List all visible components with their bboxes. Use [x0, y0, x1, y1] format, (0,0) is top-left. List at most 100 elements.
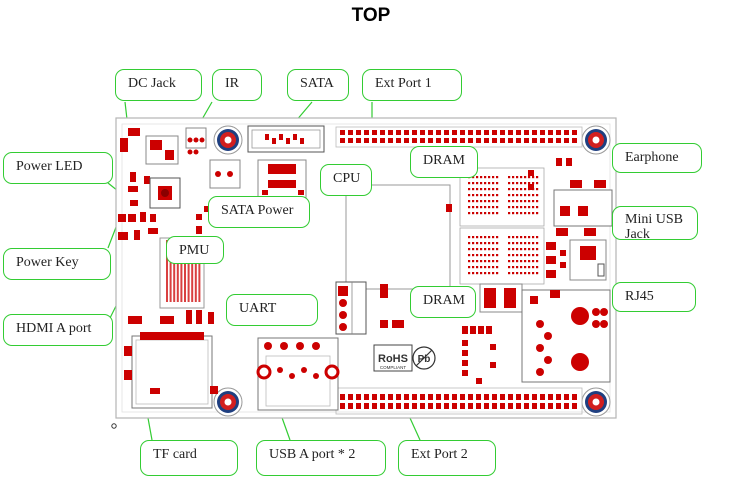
ext-port-1-pin	[380, 138, 385, 143]
dram-ball	[476, 188, 479, 191]
mounting-hole-top-right	[581, 125, 611, 155]
dram-ball	[480, 182, 483, 185]
dram-ball	[480, 200, 483, 203]
dram-ball	[520, 200, 523, 203]
rj45-jack	[521, 289, 611, 383]
ext-port-2-pin	[436, 403, 441, 409]
dram-ball	[488, 194, 491, 197]
rohs-marking: RoHS COMPLIANT Pb	[373, 344, 436, 372]
ext-port-2-pin	[476, 394, 481, 400]
dram-ball	[468, 266, 471, 269]
dram-ball	[532, 236, 535, 239]
ext-port-1-pin	[412, 130, 417, 135]
dram-ball	[488, 254, 491, 257]
dram-ball	[532, 254, 535, 257]
dram-ball	[528, 182, 531, 185]
ext-port-1-pin	[348, 130, 353, 135]
dram-ball	[492, 182, 495, 185]
origin-mark	[111, 423, 117, 429]
dram-ball	[468, 194, 471, 197]
dram-ball	[496, 206, 499, 209]
dram-ball	[484, 176, 487, 179]
callout-hdmi-a-port: HDMI A port	[3, 314, 113, 346]
dram-ball	[508, 236, 511, 239]
ext-port-2-pin	[396, 394, 401, 400]
dram-ball	[496, 194, 499, 197]
callout-dc-jack: DC Jack	[115, 69, 202, 101]
dram-ball	[536, 182, 539, 185]
dram-ball	[520, 260, 523, 263]
dram-ball	[512, 206, 515, 209]
ext-port-2-pin	[492, 403, 497, 409]
ext-port-2-pin	[380, 394, 385, 400]
dram-ball	[532, 176, 535, 179]
dram-ball	[496, 236, 499, 239]
dram-ball	[524, 182, 527, 185]
ir-receiver	[185, 127, 207, 155]
ext-port-2-pin	[356, 394, 361, 400]
dram-ball	[536, 200, 539, 203]
dram-ball	[528, 206, 531, 209]
dram-ball	[484, 182, 487, 185]
dram-ball	[472, 236, 475, 239]
dram-ball	[496, 260, 499, 263]
ext-port-1-pin	[420, 138, 425, 143]
dram-ball	[496, 242, 499, 245]
cpu-outline	[345, 184, 451, 290]
hdmi-pin	[194, 240, 197, 302]
ext-port-2-pin	[404, 394, 409, 400]
ext-port-2-pin	[564, 394, 569, 400]
dram-ball	[520, 236, 523, 239]
ext-port-1-pin	[556, 138, 561, 143]
pmu-chip	[149, 177, 181, 209]
dram-ball	[472, 188, 475, 191]
ext-port-2-pin	[540, 394, 545, 400]
ext-port-1-pin	[356, 138, 361, 143]
dram-ball	[524, 212, 527, 215]
dram-ball	[484, 206, 487, 209]
dram-ball	[528, 176, 531, 179]
ext-port-2-pin	[452, 403, 457, 409]
ext-port-1-pin	[548, 138, 553, 143]
dram-ball	[476, 212, 479, 215]
ext-port-2-pin	[468, 403, 473, 409]
earphone-jack	[553, 180, 613, 236]
dram-ball	[520, 266, 523, 269]
ext-port-2-pin	[388, 403, 393, 409]
ext-port-2-pin	[348, 403, 353, 409]
dram-ball	[484, 260, 487, 263]
dram-ball	[528, 254, 531, 257]
ext-port-1-pin	[436, 130, 441, 135]
ext-port-1-pin	[468, 130, 473, 135]
dram-ball	[516, 206, 519, 209]
dram-ball	[536, 242, 539, 245]
ext-port-2-pin	[508, 403, 513, 409]
ext-port-1-pin	[396, 130, 401, 135]
dram-ball	[520, 194, 523, 197]
dram-ball	[480, 236, 483, 239]
callout-earphone: Earphone	[612, 143, 702, 173]
dram-ball	[480, 272, 483, 275]
dram-ball	[520, 206, 523, 209]
mounting-holes	[213, 125, 611, 417]
ext-port-2-pin	[372, 403, 377, 409]
dram-ball	[524, 272, 527, 275]
dram-ball	[516, 176, 519, 179]
ext-port-2-pin	[356, 403, 361, 409]
mounting-hole-top-left	[213, 125, 243, 155]
ext-port-1-pin	[548, 130, 553, 135]
dram-ball	[496, 248, 499, 251]
ext-port-2-pin	[524, 394, 529, 400]
ext-port-2-pin	[548, 403, 553, 409]
dram-ball	[516, 260, 519, 263]
ext-port-1-pin	[388, 138, 393, 143]
dram-ball	[488, 200, 491, 203]
dram-top-outline	[459, 167, 545, 227]
dram-ball	[528, 236, 531, 239]
dram-ball	[516, 242, 519, 245]
ext-port-1-pin	[564, 130, 569, 135]
mounting-hole-bottom-right	[581, 387, 611, 417]
ext-port-2-pin	[508, 394, 513, 400]
dram-ball	[492, 272, 495, 275]
